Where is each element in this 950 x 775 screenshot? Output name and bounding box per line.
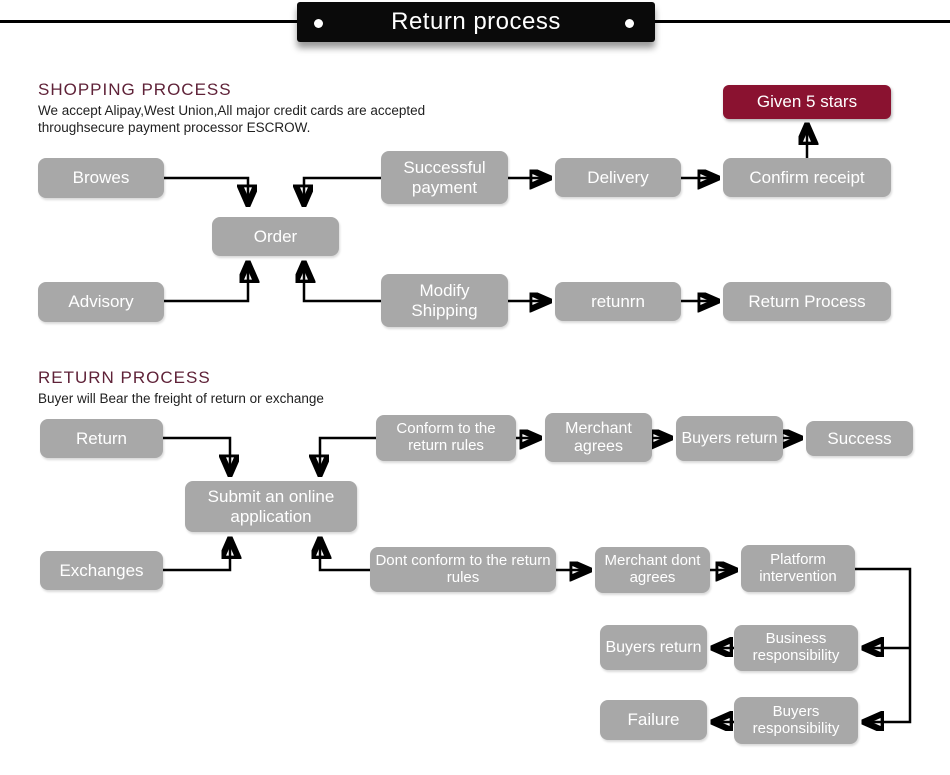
- node-browes: Browes: [38, 158, 164, 198]
- node-success: Success: [806, 421, 913, 456]
- node-retunrn: retunrn: [555, 282, 681, 321]
- node-buyers-return-1: Buyers return: [676, 416, 783, 461]
- node-platform-intervention: Platform intervention: [741, 545, 855, 592]
- node-merchant-dont-agrees: Merchant dont agrees: [595, 547, 710, 593]
- node-return-process: Return Process: [723, 282, 891, 321]
- node-conform-rules: Conform to the return rules: [376, 415, 516, 461]
- shopping-process-heading: SHOPPING PROCESS: [38, 80, 232, 99]
- node-given-5-stars: Given 5 stars: [723, 85, 891, 119]
- return-process-description: Buyer will Bear the freight of return or…: [38, 391, 324, 406]
- ribbon-dot-right-icon: [625, 19, 634, 28]
- node-buyers-responsibility: Buyers responsibility: [734, 697, 858, 744]
- node-exchanges: Exchanges: [40, 551, 163, 590]
- node-modify-shipping: Modify Shipping: [381, 274, 508, 327]
- node-successful-payment: Successful payment: [381, 151, 508, 204]
- node-advisory: Advisory: [38, 282, 164, 322]
- ribbon-dot-left-icon: [314, 19, 323, 28]
- return-process-heading: RETURN PROCESS: [38, 368, 211, 387]
- node-merchant-agrees: Merchant agrees: [545, 413, 652, 462]
- node-dont-conform: Dont conform to the return rules: [370, 547, 556, 592]
- page-title: Return process: [391, 8, 561, 35]
- title-ribbon: Return process: [297, 2, 655, 42]
- node-failure: Failure: [600, 700, 707, 740]
- node-order: Order: [212, 217, 339, 256]
- node-confirm-receipt: Confirm receipt: [723, 158, 891, 197]
- node-business-responsibility: Business responsibility: [734, 625, 858, 671]
- node-return: Return: [40, 419, 163, 458]
- node-buyers-return-2: Buyers return: [600, 625, 707, 670]
- shopping-process-description: We accept Alipay,West Union,All major cr…: [38, 103, 426, 135]
- node-submit-application: Submit an online application: [185, 481, 357, 532]
- node-delivery: Delivery: [555, 158, 681, 197]
